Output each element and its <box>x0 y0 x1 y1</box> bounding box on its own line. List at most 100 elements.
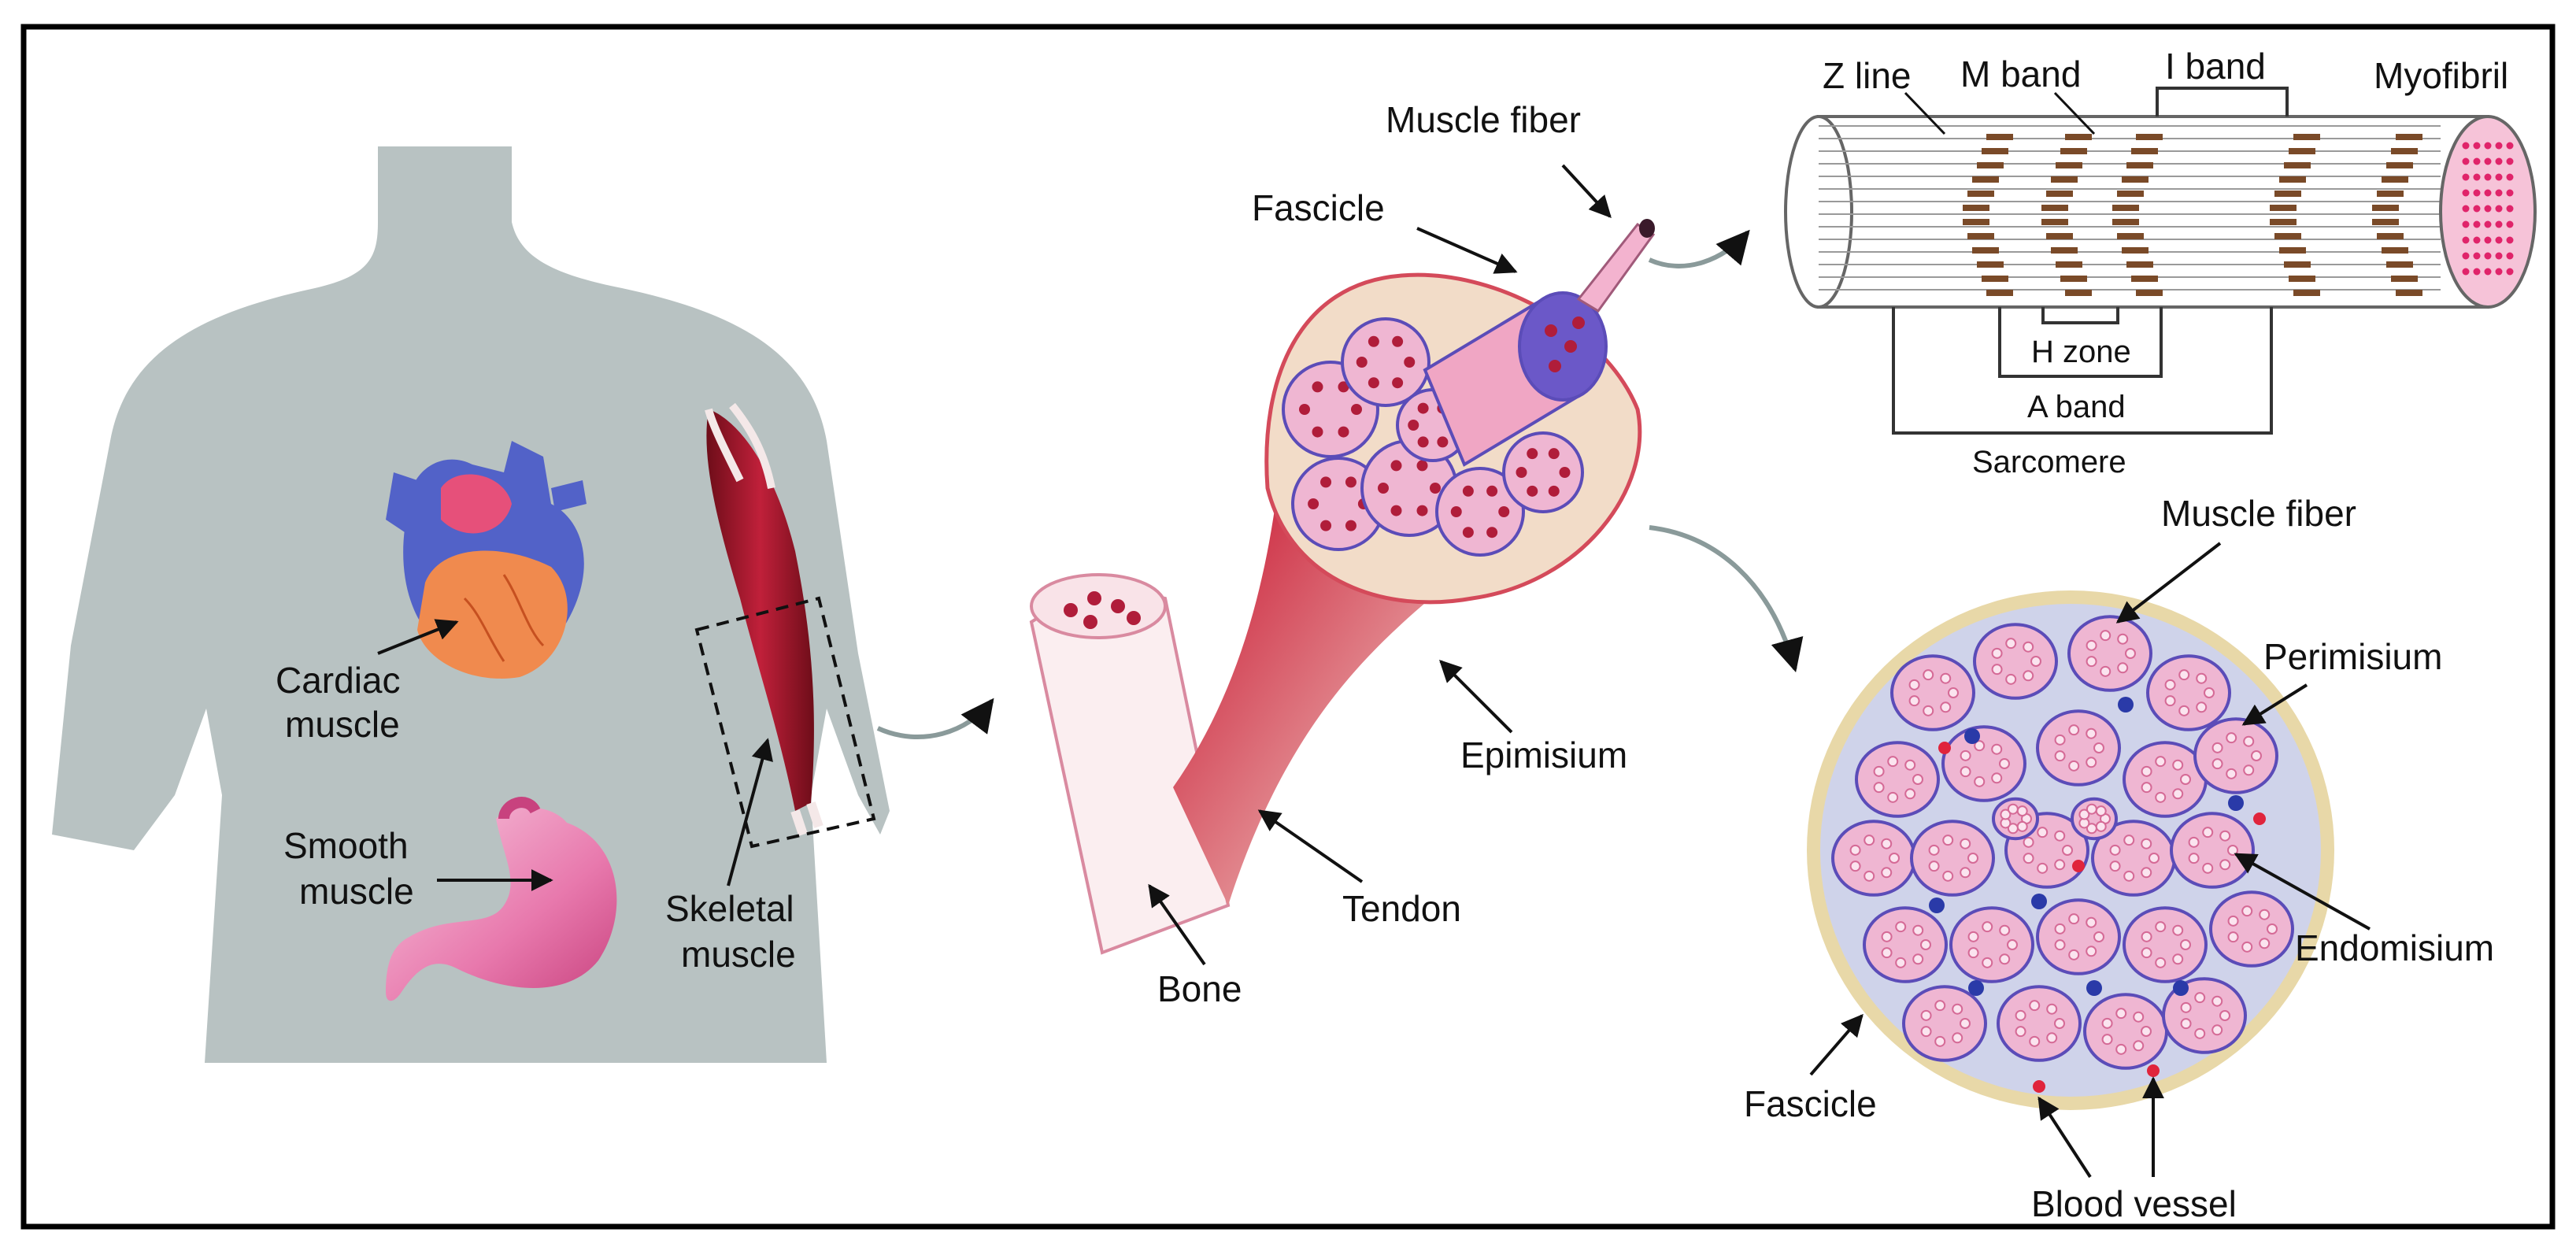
sarcomere-stripe <box>1986 134 2013 140</box>
cs-fascicle-arrow <box>1809 1013 1864 1076</box>
fiber-dot <box>2054 734 2066 746</box>
blood-vessel <box>2086 980 2102 996</box>
fiber-dot <box>2227 915 2239 927</box>
fiber-dot <box>2007 803 2019 815</box>
sarcomere-stripe <box>2051 247 2078 254</box>
fiber-dot <box>2204 687 2215 698</box>
myofibril-end-dot <box>2473 173 2481 181</box>
fiber-dot <box>2123 835 2135 846</box>
myofibril-end-dot <box>2484 142 2492 150</box>
bone-label: Bone <box>1157 968 1242 1009</box>
sarcomere-stripe <box>1963 205 1989 211</box>
fiber-dot <box>2243 764 2255 776</box>
fiber-dot <box>2211 1024 2223 1036</box>
cross-fascicle <box>2123 906 2208 983</box>
myofibril-panel: Z line M band I band Myofibril H zone A … <box>1784 46 2537 479</box>
fiber-dot <box>1999 924 2011 936</box>
nucleus <box>1351 404 1362 415</box>
fiber-dot <box>2100 665 2112 677</box>
fiber-dot <box>1873 765 1885 777</box>
nucleus <box>1527 485 1538 497</box>
m-band-label: M band <box>1960 54 2081 94</box>
cross-section-panel: Muscle fiber Perimisium Endomisium Fasci… <box>1744 493 2494 1224</box>
fiber-dot <box>1923 669 1934 681</box>
myofibril-end-dot <box>2462 268 2470 276</box>
nucleus <box>1437 436 1449 448</box>
fiber-dot <box>2133 1040 2145 1052</box>
fiber-dot <box>1904 759 1916 771</box>
fiber-dot <box>1849 861 1861 872</box>
myofibril-end-dot <box>2484 268 2492 276</box>
fiber-dot <box>2164 695 2176 707</box>
fiber-dot <box>2133 1011 2145 1023</box>
sarcomere-label: Sarcomere <box>1972 445 2126 479</box>
fiber-dot <box>2180 774 2191 785</box>
myofibril-end-dot <box>2484 157 2492 165</box>
cross-fascicle <box>2036 898 2121 975</box>
fiber-dot <box>2141 1026 2152 1037</box>
fiber-dot <box>2037 862 2049 874</box>
fiber-dot <box>2023 641 2034 653</box>
fiber-dot <box>2149 853 2160 864</box>
nucleus <box>1345 520 1356 531</box>
blood-vessel <box>2033 1080 2045 1093</box>
fiber-dot <box>2188 836 2200 848</box>
skeletal-muscle-label: Skeletal muscle <box>665 738 796 975</box>
sarcomere-stripe <box>2274 233 2301 239</box>
myofibril-end-dot <box>2473 268 2481 276</box>
nucleus <box>1559 467 1571 478</box>
sarcomere-stripe <box>2065 290 2092 296</box>
fiber-dot <box>1908 695 1920 707</box>
fiber-dot <box>2219 830 2231 842</box>
cross-fascicle <box>1997 985 2082 1062</box>
nucleus <box>1548 485 1560 497</box>
cardiac-muscle-label: Cardiac muscle <box>276 619 459 745</box>
sarcomere-stripe <box>1972 176 1999 183</box>
sarcomere-stripe <box>2136 290 2163 296</box>
fiber-dot <box>1934 1035 1946 1047</box>
myofibril-end-dot <box>2473 157 2481 165</box>
fiber-dot <box>2141 931 2152 942</box>
fiber-dot <box>2095 805 2107 817</box>
sarcomere-stripe <box>2122 176 2149 183</box>
sarcomere-stripe <box>2117 233 2144 239</box>
fiber-dot <box>2219 1010 2230 1021</box>
nucleus <box>1368 335 1379 347</box>
nucleus <box>1527 448 1538 460</box>
sarcomere-stripe <box>2041 205 2068 211</box>
sarcomere-stripe <box>2372 205 2399 211</box>
myofibril-end-dot <box>2506 173 2514 181</box>
myofibril-end-dot <box>2473 189 2481 197</box>
fiber-dot <box>1873 782 1885 794</box>
sarcomere-stripe <box>2284 261 2311 268</box>
fiber-dot <box>2115 1043 2127 1055</box>
fiber-dot <box>2202 862 2214 874</box>
fiber-dot <box>2155 957 2167 968</box>
cross-fascicle <box>1855 741 1940 818</box>
sarcomere-stripe <box>2372 219 2399 225</box>
fiber-dot <box>2180 939 2191 950</box>
fiber-dot <box>2046 1003 2058 1015</box>
fiber-dot <box>2007 939 2018 950</box>
nucleus <box>1462 527 1474 539</box>
sarcomere-stripe <box>2270 205 2297 211</box>
fiber-dot <box>2196 701 2208 713</box>
fiber-dot <box>1991 647 2003 659</box>
fascicle-arrow <box>1416 227 1518 274</box>
cross-fascicle <box>2146 654 2231 731</box>
fiber-dot <box>2005 638 2017 650</box>
fiber-dot <box>1920 1026 1932 1038</box>
fiber-dot <box>1960 749 1971 761</box>
blood-vessel <box>2031 894 2047 909</box>
sarcomere-bracket <box>1892 307 2273 435</box>
nucleus <box>1390 505 1402 516</box>
fiber-dot <box>2178 669 2190 681</box>
blood-vessel <box>2228 795 2244 811</box>
sarcomere-stripe <box>2274 191 2301 197</box>
epimisium-arrow <box>1439 660 1513 734</box>
sarcomere-stripe <box>1986 290 2013 296</box>
fiber-dot <box>2054 750 2066 762</box>
fiber-dot <box>2259 909 2271 920</box>
fiber-dot <box>2172 788 2184 800</box>
